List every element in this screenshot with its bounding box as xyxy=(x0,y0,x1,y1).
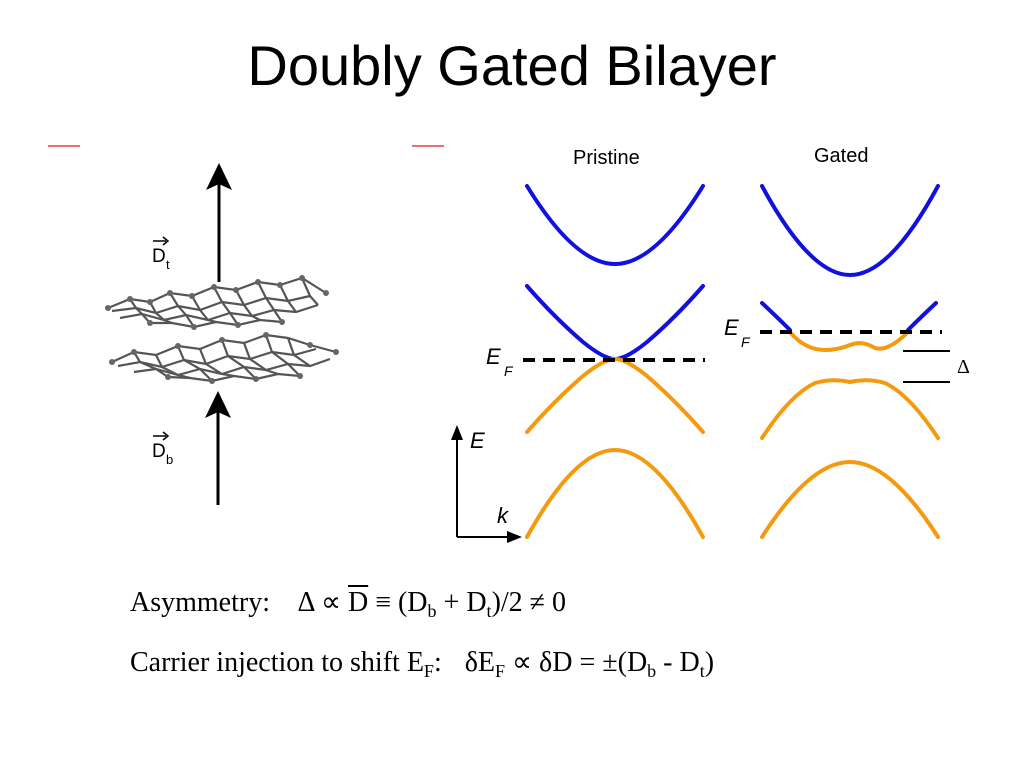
injection-colon: : xyxy=(433,647,442,678)
propto-symbol: ∝ xyxy=(320,587,341,618)
svg-text:E: E xyxy=(486,344,501,369)
axis-k-label: k xyxy=(497,503,509,528)
dbar-symbol: D xyxy=(347,587,369,618)
pristine-conduction-lower xyxy=(525,284,705,362)
gated-ef-label: E F xyxy=(724,315,751,350)
eq2-close: ) xyxy=(704,647,715,678)
pristine-label: Pristine xyxy=(573,147,640,169)
svg-text:E: E xyxy=(724,315,739,340)
injection-label-sub: F xyxy=(423,661,434,681)
graphene-atoms xyxy=(105,275,339,384)
eq2-propto: ∝ xyxy=(512,647,533,678)
eq2-minus: - D xyxy=(656,647,700,678)
eq2-rhs-sub-b: b xyxy=(647,661,657,681)
gated-valence-lower xyxy=(760,459,940,539)
svg-text:F: F xyxy=(504,363,514,379)
svg-text:b: b xyxy=(166,452,173,467)
eq2-lhs: δE xyxy=(464,647,496,678)
injection-label: Carrier injection to shift E xyxy=(130,647,424,678)
delta-symbol: Δ xyxy=(297,587,314,618)
gated-conduction-lower-right xyxy=(906,301,938,332)
field-arrow-bottom xyxy=(205,391,231,505)
svg-text:D: D xyxy=(152,441,166,462)
pristine-ef-label: E F xyxy=(486,344,514,379)
axis-e-label: E xyxy=(470,428,485,453)
field-arrow-top xyxy=(206,163,232,282)
field-label-dt: D t xyxy=(152,236,170,272)
graphene-top-layer xyxy=(107,276,327,329)
svg-text:D: D xyxy=(152,246,166,267)
asymmetry-label: Asymmetry: xyxy=(130,587,270,618)
slide-title: Doubly Gated Bilayer xyxy=(247,34,777,97)
neq-symbol: ≠ xyxy=(529,587,546,618)
eq2-rhs-sub-t: t xyxy=(699,661,705,681)
equation-asymmetry: Asymmetry: Δ ∝ D ≡ (Db + Dt)/2 ≠ 0 xyxy=(130,585,567,621)
eq1-plus: + D xyxy=(436,587,487,618)
svg-text:t: t xyxy=(166,257,170,272)
gated-label: Gated xyxy=(814,145,868,167)
eq1-sub-b: b xyxy=(427,601,437,621)
equation-carrier-injection: Carrier injection to shift EF: δEF ∝ δD … xyxy=(130,645,715,681)
gated-valence-upper xyxy=(760,378,940,440)
pristine-valence-upper xyxy=(525,356,705,434)
field-label-db: D b xyxy=(152,431,173,467)
eq1-zero: 0 xyxy=(552,587,567,618)
ek-axes xyxy=(451,425,522,543)
eq2-rhs: δD = ±(D xyxy=(539,647,648,678)
pristine-valence-lower xyxy=(525,447,705,539)
gated-conduction-upper xyxy=(760,184,940,278)
eq1-open: (D xyxy=(397,587,428,618)
gated-conduction-lower xyxy=(760,301,792,332)
eq1-sub-t: t xyxy=(486,601,492,621)
eq2-lhs-sub: F xyxy=(495,661,506,681)
svg-text:F: F xyxy=(741,334,751,350)
pristine-conduction-upper xyxy=(525,184,705,267)
gap-label: Δ xyxy=(957,356,970,378)
gated-band-orange-upper xyxy=(788,330,910,353)
equiv-symbol: ≡ xyxy=(375,587,391,618)
eq1-close: )/2 xyxy=(491,587,523,618)
